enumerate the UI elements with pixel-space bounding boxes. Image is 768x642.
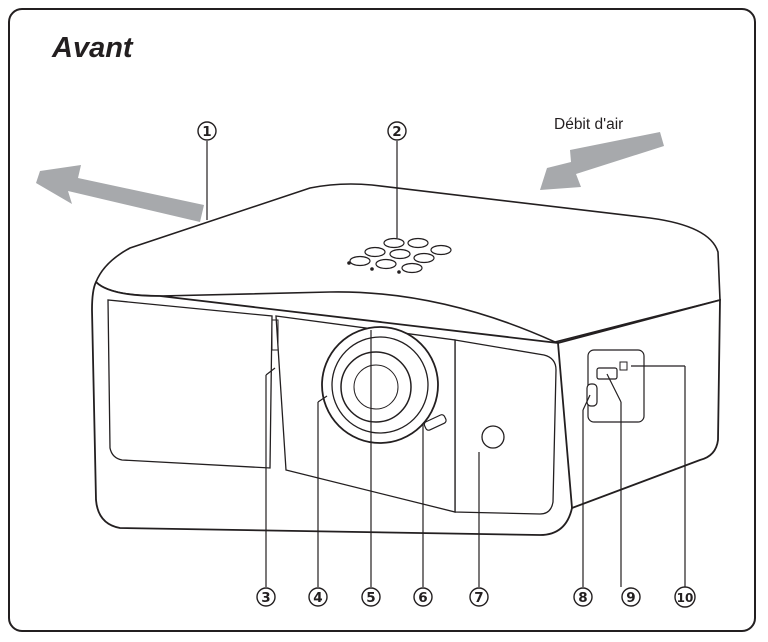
callout-8: 8 [573,587,593,607]
lens-glass [353,364,399,410]
side-lever [586,383,598,407]
callout-7: 7 [469,587,489,607]
svg-text:4: 4 [313,590,322,606]
callout-5: 5 [361,587,381,607]
svg-text:7: 7 [474,590,483,606]
lens-shift-lever [423,414,447,431]
callout-4: 4 [308,587,328,607]
projector-side [557,298,721,510]
infrared-receiver [481,425,505,449]
svg-text:5: 5 [366,590,375,606]
exhaust-arrow [36,165,204,222]
lens-shift-slot [271,319,279,351]
lens [340,351,412,423]
svg-text:3: 3 [261,590,270,606]
front-bezel [107,299,273,469]
page-title: Avant [52,32,133,64]
svg-text:2: 2 [392,124,401,140]
callout-10: 10 [674,586,696,608]
svg-text:1: 1 [202,124,211,140]
svg-text:10: 10 [677,591,694,605]
front-bezel-right [454,339,557,515]
lock-icon [619,361,628,371]
zoom-dial [596,367,618,380]
svg-text:8: 8 [578,590,587,606]
airflow-label: Débit d'air [554,116,624,133]
callout-1: 1 [197,121,217,141]
callout-9: 9 [621,587,641,607]
svg-text:9: 9 [626,590,635,606]
intake-arrow [540,132,664,190]
svg-text:6: 6 [418,590,427,606]
top-control-panel [349,237,452,274]
callout-3: 3 [256,587,276,607]
top-indicator-dots [347,261,401,274]
callout-2: 2 [387,121,407,141]
leader-lines [206,141,686,587]
callout-6: 6 [413,587,433,607]
